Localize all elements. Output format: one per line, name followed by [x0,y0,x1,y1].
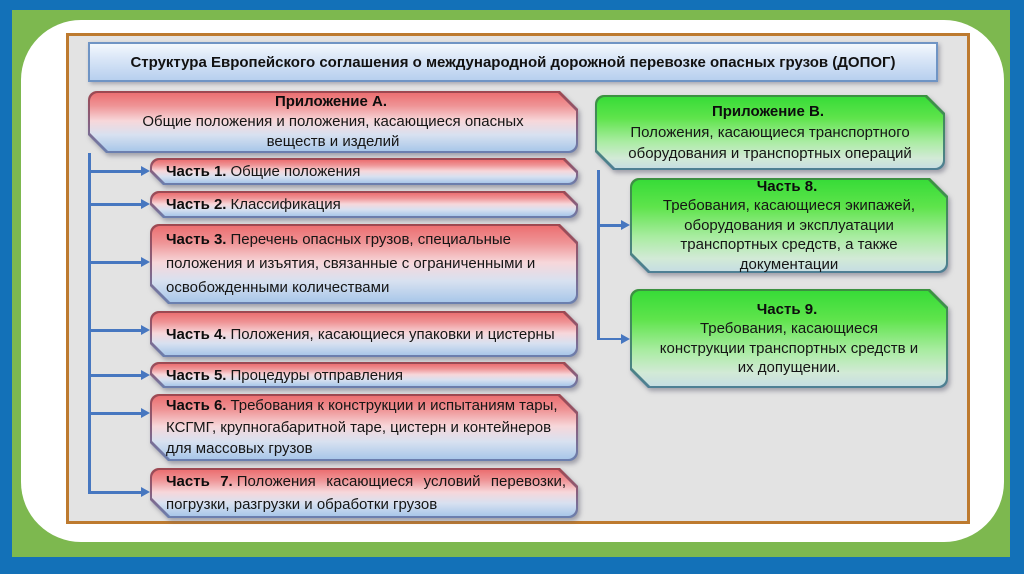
part-6-box: Часть 6.Требования к конструкции и испыт… [150,394,578,461]
annex-b-shape [595,95,945,170]
part-5-arrow [88,374,142,377]
part-3-arrow [88,261,142,264]
part-7-shape [150,468,578,518]
annex-a-connector-line [88,153,91,494]
part-6-label: Часть 6. [166,397,227,415]
part-1-text: Общие положения [230,163,361,180]
annex-a-title: Приложение А. [274,93,388,110]
part-5-label: Часть 5. [166,366,227,384]
annex-a-fill [90,93,576,151]
annex-b-box: Приложение В. Положения, касающиеся тран… [595,95,945,170]
part-8-box: Часть 8. Требования, касающиеся экипажей… [630,178,948,273]
annex-a-box: Приложение А. Общие положения и положени… [88,91,578,153]
annex-b-description: Положения, касающиеся транспортного обор… [628,124,912,162]
part-8-shape [630,178,948,273]
part-7-fill [152,470,576,516]
part-8-text: Требования, касающиеся экипажей, оборудо… [662,197,916,273]
part-4-shape [150,311,578,357]
part-4-box: Часть 4.Положения, касающиеся упаковки и… [150,311,578,357]
part-7-label: Часть 7. [166,473,233,490]
part-9-fill [632,291,946,386]
part-4-text: Положения, касающиеся упаковки и цистерн… [230,325,555,343]
part-4-label: Часть 4. [166,325,227,343]
part-1-shape [150,158,578,185]
annex-b-connector-line [597,170,600,340]
part-2-fill [152,193,576,216]
part-2-shape [150,191,578,218]
part-6-text: Требования к конструкции и испытаниям та… [166,397,558,458]
part-9-label: Часть 9. [756,300,818,318]
part-2-label: Часть 2. [166,196,227,213]
annex-b-title: Приложение В. [711,103,825,120]
part-5-text: Процедуры отправления [230,366,403,384]
part-1-box: Часть 1.Общие положения [150,158,578,185]
part-9-shape [630,289,948,388]
part-6-fill [152,396,576,459]
part-4-fill [152,313,576,355]
part-7-text: Положения касающиеся условий перевозки, … [166,473,567,513]
part-1-label: Часть 1. [166,163,227,180]
annex-a-description: Общие положения и положения, касающиеся … [142,113,524,150]
part-2-arrow [88,203,142,206]
annex-a-shape [88,91,578,153]
part-4-arrow [88,329,142,332]
part-3-fill [152,226,576,302]
part-1-fill [152,160,576,183]
part-5-shape [150,362,578,388]
diagram-title: Структура Европейского соглашения о межд… [88,42,938,82]
part-1-arrow [88,170,142,173]
diagram-panel: Структура Европейского соглашения о межд… [66,33,970,524]
part-5-fill [152,364,576,386]
part-2-box: Часть 2.Классификация [150,191,578,218]
part-6-shape [150,394,578,461]
part-9-arrow [597,337,622,340]
part-3-box: Часть 3.Перечень опасных грузов, специал… [150,224,578,304]
part-8-fill [632,180,946,271]
part-3-text: Перечень опасных грузов, специальные пол… [166,231,536,296]
part-2-text: Классификация [230,196,341,213]
part-3-shape [150,224,578,304]
part-7-arrow [88,491,142,494]
part-5-box: Часть 5.Процедуры отправления [150,362,578,388]
annex-b-fill [597,97,943,168]
part-3-label: Часть 3. [166,231,227,248]
part-7-box: Часть 7.Положения касающиеся условий пер… [150,468,578,518]
part-8-arrow [597,224,622,227]
part-9-box: Часть 9. Требования, касающиеся конструк… [630,289,948,388]
part-8-label: Часть 8. [756,177,818,195]
part-9-text: Требования, касающиеся конструкции транс… [659,320,919,376]
part-6-arrow [88,412,142,415]
